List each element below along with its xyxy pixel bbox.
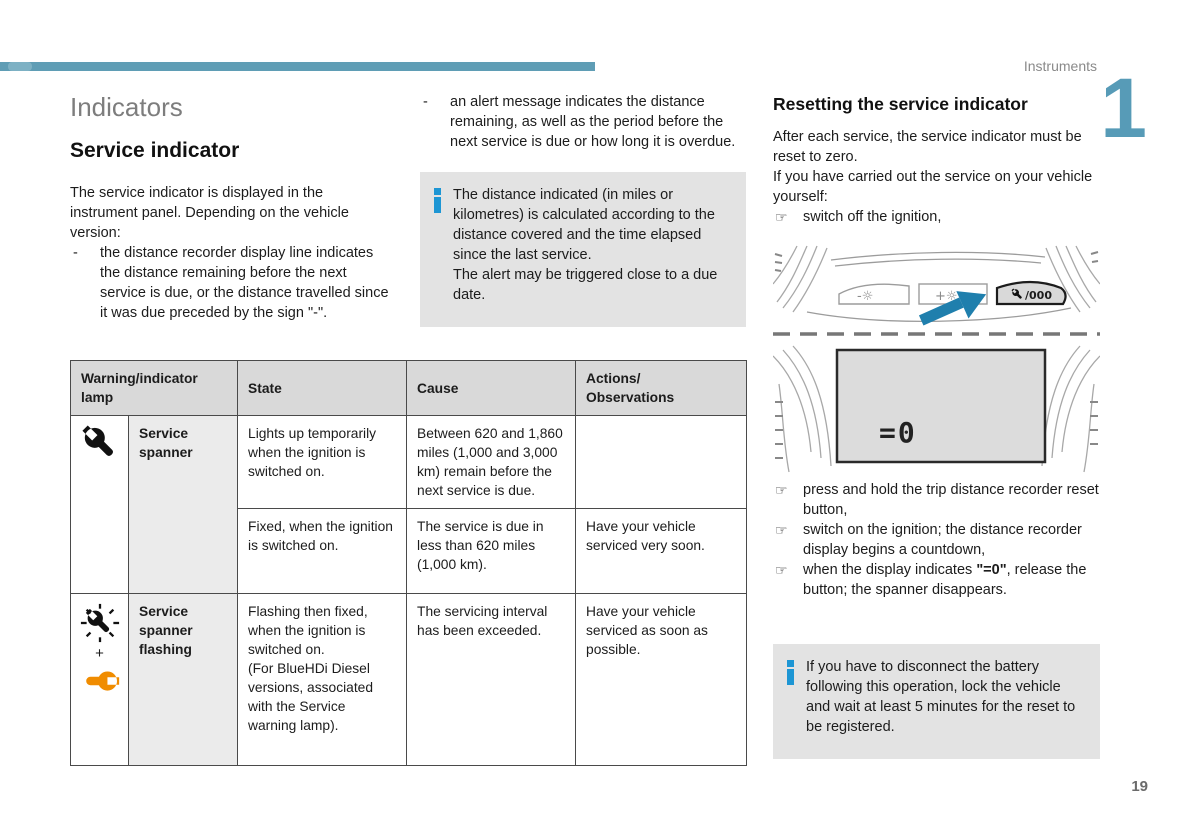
step-text: when the display indicates "=0", release… bbox=[803, 562, 1087, 598]
step-item: ☞ when the display indicates "=0", relea… bbox=[773, 560, 1100, 600]
distance-recorder-display bbox=[835, 348, 1047, 464]
cluster-hood-lines bbox=[806, 251, 1072, 322]
info-box: If you have to disconnect the battery fo… bbox=[773, 644, 1100, 759]
pointing-hand-icon: ☞ bbox=[775, 522, 788, 538]
cause-cell: Between 620 and 1,860 miles (1,000 and 3… bbox=[406, 415, 577, 509]
page-title: Indicators bbox=[70, 92, 183, 122]
actions-cell bbox=[575, 415, 748, 509]
brightness-minus-button bbox=[838, 283, 910, 305]
actions-cell: Have your vehicle serviced very soon. bbox=[575, 508, 748, 594]
left-dial-arcs-bottom bbox=[773, 345, 832, 473]
left-column: Indicators Service indicator The service… bbox=[70, 92, 392, 323]
spanner-lamp-cell bbox=[70, 415, 129, 594]
info-icon bbox=[434, 188, 441, 305]
dash-bullet: - bbox=[73, 245, 78, 261]
table-header-actions: Actions/ Observations bbox=[575, 360, 748, 416]
right-dial-ticks bbox=[1090, 251, 1099, 263]
warning-lamp-table: Warning/indicator lamp State Cause Actio… bbox=[69, 360, 748, 766]
step-item: ☞ switch off the ignition, bbox=[773, 207, 1100, 227]
info-line: The distance indicated (in miles or kilo… bbox=[453, 187, 715, 263]
actions-cell: Have your vehicle serviced as soon as po… bbox=[575, 593, 748, 766]
lamp-name-cell: Service spanner flashing bbox=[127, 593, 239, 766]
display-value: =0 bbox=[879, 416, 917, 449]
top-accent-bar bbox=[0, 62, 595, 71]
left-dial-ticks bbox=[774, 253, 783, 272]
spanner-flashing-lamp-cell: + bbox=[70, 593, 129, 766]
list-item: - the distance recorder display line ind… bbox=[70, 243, 392, 323]
right-dial-arcs bbox=[1045, 245, 1100, 313]
list-item-text: the distance recorder display line indic… bbox=[100, 245, 389, 321]
brightness-minus-label: -☼ bbox=[857, 289, 873, 304]
left-dial-arcs bbox=[773, 245, 828, 313]
table-row: + Service spanner flashing Flashing then… bbox=[70, 593, 748, 766]
cluster-buttons: -☼ +☼ /000 bbox=[838, 280, 1067, 306]
chapter-number: 1 bbox=[1100, 61, 1147, 155]
instrument-cluster-illustration: -☼ +☼ /000 bbox=[773, 245, 1100, 473]
info-box-text: The distance indicated (in miles or kilo… bbox=[453, 185, 731, 305]
spanner-icon bbox=[1011, 288, 1022, 299]
section-heading: Service indicator bbox=[70, 139, 240, 162]
step-item: ☞ switch on the ignition; the distance r… bbox=[773, 520, 1100, 560]
state-cell: Fixed, when the ignition is switched on. bbox=[237, 508, 408, 594]
right-bottom-ticks bbox=[1090, 401, 1098, 445]
state-cell: Lights up temporarily when the ignition … bbox=[237, 415, 408, 509]
pointer-arrow bbox=[918, 291, 987, 326]
step-item: ☞ press and hold the trip distance recor… bbox=[773, 480, 1100, 520]
spanner-flashing-icon bbox=[80, 603, 119, 643]
brightness-plus-label: +☼ bbox=[935, 289, 958, 304]
service-warning-lamp-icon bbox=[85, 671, 119, 691]
pointing-hand-icon: ☞ bbox=[775, 209, 788, 225]
cause-cell: The servicing interval has been exceeded… bbox=[406, 593, 577, 766]
page-number: 19 bbox=[1131, 778, 1148, 795]
dash-bullet: - bbox=[423, 94, 428, 110]
top-accent-bar-cap bbox=[8, 62, 32, 71]
table-header-lamp: Warning/indicator lamp bbox=[69, 360, 239, 416]
plus-sign: + bbox=[95, 645, 104, 662]
trip-reset-label: /000 bbox=[1025, 289, 1052, 302]
info-box-text: If you have to disconnect the battery fo… bbox=[806, 659, 1076, 735]
list-item: - an alert message indicates the distanc… bbox=[420, 92, 746, 152]
right-dial-arcs-bottom bbox=[1041, 345, 1100, 473]
trip-reset-button bbox=[995, 280, 1067, 306]
spanner-icon bbox=[82, 425, 113, 456]
left-bottom-ticks bbox=[775, 401, 783, 459]
info-icon bbox=[787, 660, 794, 737]
section-label: Instruments bbox=[1023, 58, 1097, 74]
step-text: press and hold the trip distance recorde… bbox=[803, 482, 1099, 518]
list-item-text: an alert message indicates the distance … bbox=[450, 94, 736, 150]
pointing-hand-icon: ☞ bbox=[775, 482, 788, 498]
info-box: The distance indicated (in miles or kilo… bbox=[420, 172, 746, 327]
paragraph: If you have carried out the service on y… bbox=[773, 169, 1093, 205]
section-heading: Resetting the service indicator bbox=[773, 94, 1028, 114]
table-row: Service spanner Lights up temporarily wh… bbox=[70, 415, 748, 594]
pointing-hand-icon: ☞ bbox=[775, 562, 788, 578]
cause-cell: The service is due in less than 620 mile… bbox=[406, 508, 577, 594]
display-value-inline: "=0" bbox=[976, 562, 1007, 578]
lamp-name-cell: Service spanner bbox=[127, 415, 239, 594]
middle-column: - an alert message indicates the distanc… bbox=[420, 92, 746, 327]
right-column: Resetting the service indicator After ea… bbox=[773, 92, 1100, 759]
table-header-state: State bbox=[237, 360, 408, 416]
table-header-cause: Cause bbox=[406, 360, 577, 416]
step-text: switch on the ignition; the distance rec… bbox=[803, 522, 1082, 558]
info-line: The alert may be triggered close to a du… bbox=[453, 267, 718, 303]
paragraph: After each service, the service indicato… bbox=[773, 129, 1082, 165]
intro-paragraph: The service indicator is displayed in th… bbox=[70, 185, 349, 241]
state-cell: Flashing then fixed, when the ignition i… bbox=[237, 593, 408, 766]
table-row: Fixed, when the ignition is switched on.… bbox=[71, 508, 748, 594]
step-text: switch off the ignition, bbox=[803, 209, 942, 225]
